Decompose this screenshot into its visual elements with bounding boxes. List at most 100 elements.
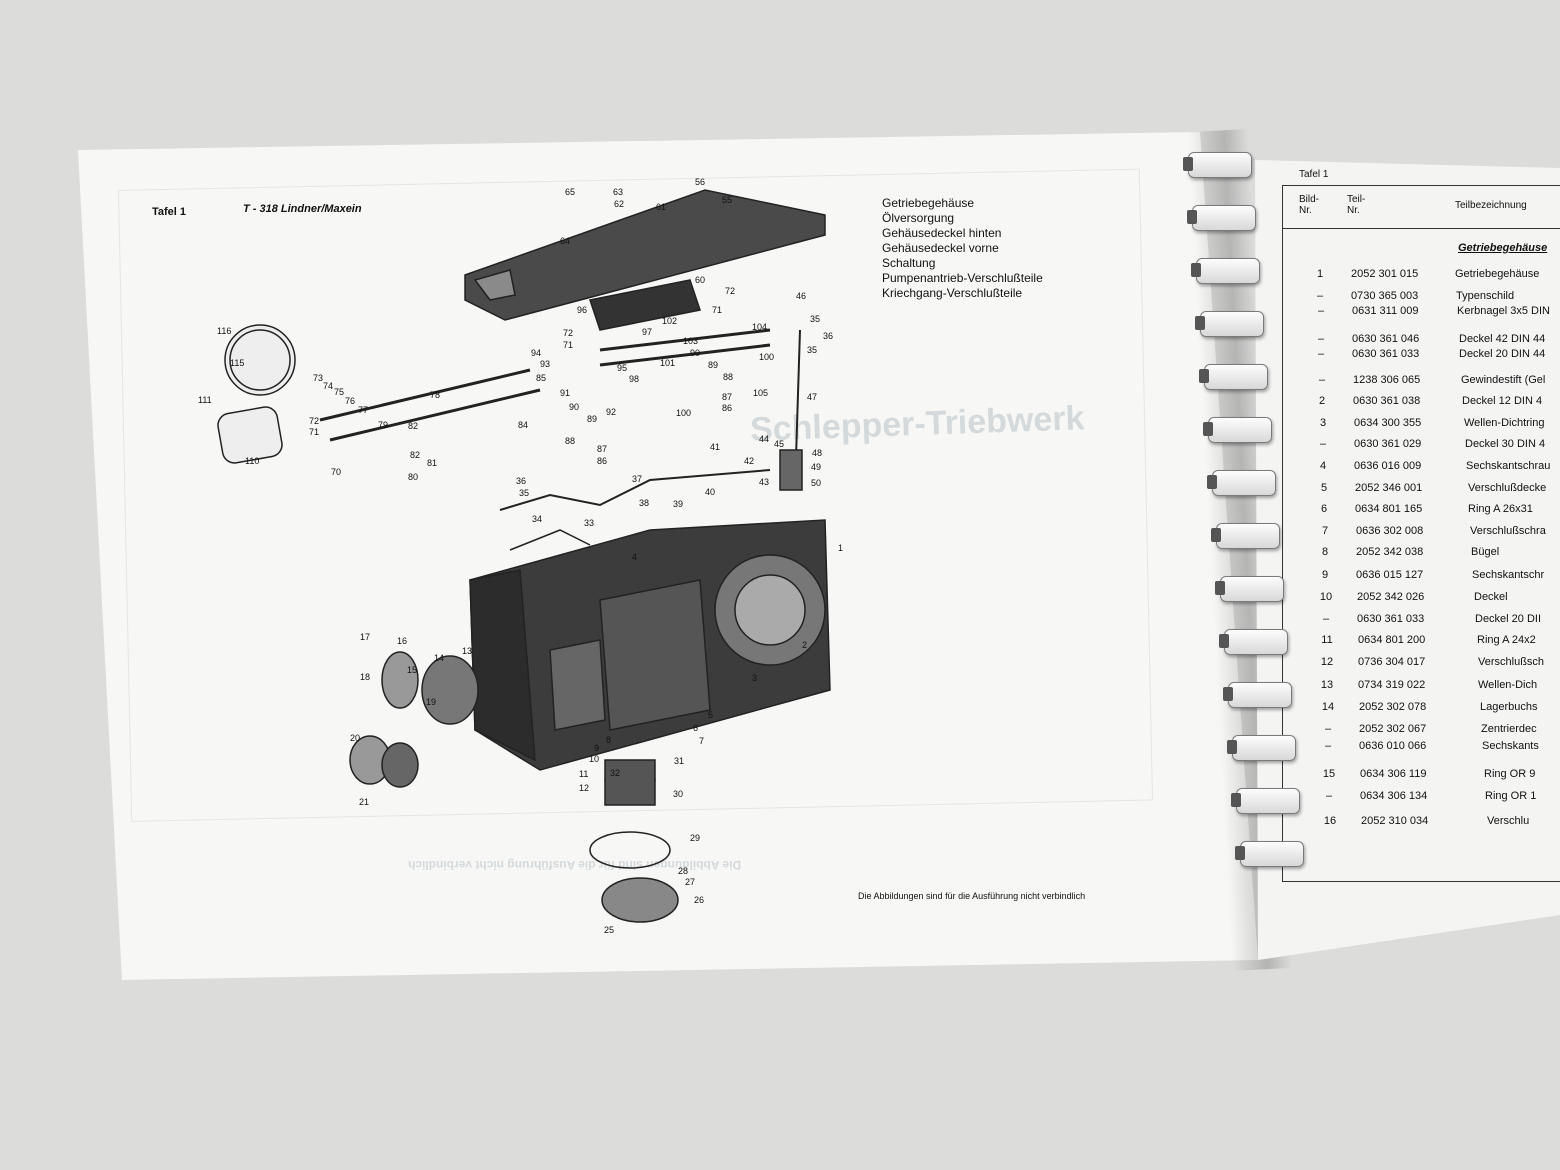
- row-teil-nr: 0636 015 127: [1356, 569, 1424, 581]
- part-label: 110: [245, 456, 259, 466]
- row-teil-nr: 0630 361 033: [1357, 613, 1425, 625]
- part-label: 105: [753, 388, 768, 398]
- part-label: 70: [331, 467, 341, 477]
- right-tafel-label: Tafel 1: [1299, 169, 1329, 180]
- part-label: 7: [699, 736, 704, 746]
- part-label: 78: [430, 390, 440, 400]
- part-label: 16: [397, 636, 407, 646]
- part-label: 4: [632, 552, 637, 562]
- row-teilbezeichnung: Kerbnagel 3x5 DIN: [1457, 305, 1550, 317]
- row-teilbezeichnung: Zentrierdec: [1481, 723, 1537, 735]
- row-teil-nr: 2052 310 034: [1361, 815, 1429, 827]
- part-label: 88: [723, 372, 733, 382]
- row-teil-nr: 0634 306 119: [1360, 768, 1427, 780]
- row-teil-nr: 2052 342 038: [1356, 546, 1424, 558]
- binder-ring: [1231, 788, 1300, 814]
- part-label: 32: [610, 768, 620, 778]
- part-label: 71: [712, 305, 722, 315]
- row-bild-nr: 8: [1321, 546, 1329, 558]
- row-bild-nr: 7: [1321, 525, 1329, 537]
- row-teil-nr: 0730 365 003: [1351, 290, 1419, 302]
- part-label: 45: [774, 439, 784, 449]
- row-teil-nr: 2052 346 001: [1355, 482, 1423, 494]
- binder-ring: [1219, 629, 1288, 655]
- part-label: 48: [812, 448, 822, 458]
- row-bild-nr: 3: [1319, 417, 1327, 429]
- part-label: 27: [685, 877, 695, 887]
- part-label: 92: [606, 407, 616, 417]
- part-label: 35: [519, 488, 529, 498]
- row-bild-nr: –: [1324, 740, 1332, 752]
- part-label: 49: [811, 462, 821, 472]
- row-bild-nr: –: [1324, 723, 1332, 735]
- part-label: 50: [811, 478, 821, 488]
- part-label: 91: [560, 388, 570, 398]
- part-label: 41: [710, 442, 720, 452]
- col-teilbezeichnung: Teilbezeichnung: [1455, 200, 1527, 211]
- row-bild-nr: –: [1317, 348, 1325, 360]
- part-label: 96: [577, 305, 587, 315]
- part-label: 89: [587, 414, 597, 424]
- part-label: 31: [674, 756, 684, 766]
- part-label: 34: [532, 514, 542, 524]
- row-teilbezeichnung: Getriebegehäuse: [1455, 268, 1540, 280]
- part-label: 85: [536, 373, 546, 383]
- part-label: 38: [639, 498, 649, 508]
- top-cover-part: [464, 189, 826, 331]
- row-teil-nr: 0634 801 200: [1358, 634, 1426, 646]
- part-label: 2: [802, 640, 807, 650]
- row-teilbezeichnung: Bügel: [1471, 546, 1500, 558]
- part-label: 14: [434, 653, 444, 663]
- component-legend: Getriebegehäuse Ölversorgung Gehäusedeck…: [882, 196, 1043, 301]
- row-teilbezeichnung: Sechskantschr: [1472, 569, 1545, 581]
- part-label: 8: [606, 735, 611, 745]
- part-label: 72: [309, 416, 319, 426]
- part-label: 39: [673, 499, 683, 509]
- legend-item: Pumpenantrieb-Verschlußteile: [882, 271, 1043, 285]
- part-label: 26: [694, 895, 704, 905]
- row-teilbezeichnung: Typenschild: [1456, 290, 1515, 302]
- parts-table-header: Bild- Nr. Teil- Nr. Teilbezeichnung: [1283, 186, 1560, 229]
- row-teilbezeichnung: Deckel 20 DIN 44: [1459, 348, 1546, 360]
- parts-table: Bild- Nr. Teil- Nr. Teilbezeichnung: [1282, 185, 1560, 882]
- row-teilbezeichnung: Ring OR 1: [1485, 790, 1537, 802]
- row-teil-nr: 0634 300 355: [1354, 417, 1422, 429]
- row-teilbezeichnung: Ring A 24x2: [1477, 634, 1536, 646]
- part-label: 30: [673, 789, 683, 799]
- part-label: 35: [807, 345, 817, 355]
- part-label: 84: [518, 420, 528, 430]
- row-teilbezeichnung: Lagerbuchs: [1480, 701, 1538, 713]
- part-label: 104: [752, 322, 767, 332]
- row-teil-nr: 0634 306 134: [1360, 790, 1428, 802]
- row-teil-nr: 0634 801 165: [1355, 503, 1423, 515]
- legend-item: Gehäusedeckel vorne: [882, 241, 999, 255]
- part-label: 63: [613, 187, 623, 197]
- part-label: 44: [759, 434, 769, 444]
- binder-ring: [1191, 258, 1260, 284]
- part-label: 88: [565, 436, 575, 446]
- row-teil-nr: 0631 311 009: [1352, 305, 1419, 317]
- binder-ring: [1227, 735, 1296, 761]
- row-bild-nr: 2: [1318, 395, 1326, 407]
- part-label: 12: [579, 783, 589, 793]
- part-label: 97: [642, 327, 652, 337]
- row-teilbezeichnung: Gewindestift (Gel: [1461, 374, 1546, 386]
- row-teil-nr: 1238 306 065: [1353, 374, 1421, 386]
- row-teil-nr: 0736 304 017: [1358, 656, 1426, 668]
- part-label: 40: [705, 487, 715, 497]
- part-label: 76: [345, 396, 355, 406]
- part-label: 35: [810, 314, 820, 324]
- row-teilbezeichnung: Verschlußdecke: [1468, 482, 1547, 494]
- row-teilbezeichnung: Wellen-Dichtring: [1464, 417, 1545, 429]
- row-teil-nr: 0636 302 008: [1356, 525, 1424, 537]
- part-label: 90: [569, 402, 579, 412]
- row-bild-nr: 9: [1321, 569, 1329, 581]
- part-label: 5: [708, 710, 713, 720]
- row-bild-nr: –: [1316, 290, 1324, 302]
- row-bild-nr: –: [1318, 374, 1326, 386]
- part-label: 13: [462, 646, 472, 656]
- tafel-label: Tafel 1: [152, 206, 187, 218]
- part-label: 36: [516, 476, 526, 486]
